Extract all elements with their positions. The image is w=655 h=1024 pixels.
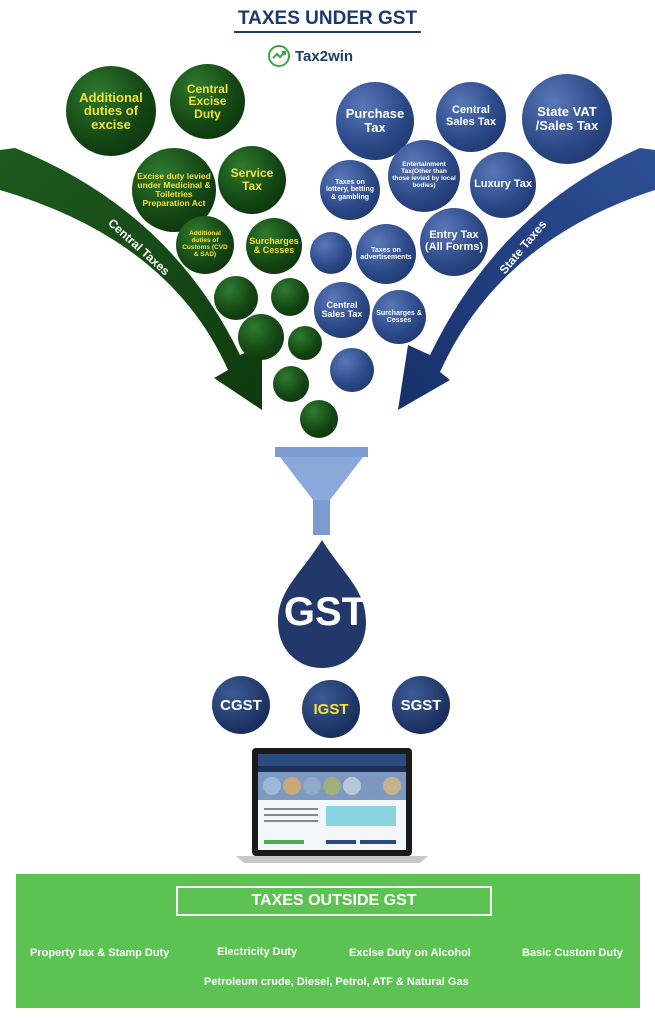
state-bubble-central-sales-tax: Central Sales Tax [436, 82, 506, 152]
tax2win-logo-icon [268, 45, 290, 67]
green-dot [271, 278, 309, 316]
green-dot [300, 400, 338, 438]
state-bubble-luxury-tax: Luxury Tax [470, 152, 536, 218]
state-bubble-lottery: Taxes on lottery, betting & gambling [320, 160, 380, 220]
outside-item-excise-alcohol: Exclse Duty on Alcohol [349, 947, 471, 959]
central-bubble-surcharges: Surcharges & Cesses [246, 218, 302, 274]
outside-item-petroleum: Petroleum crude, Diesel, Petrol, ATF & N… [204, 976, 469, 988]
green-dot [273, 366, 309, 402]
funnel-icon [275, 447, 368, 535]
outside-item-basic-custom-duty: Basic Custom Duty [522, 947, 623, 959]
brand-name: Tax2win [295, 47, 354, 65]
sgst-bubble: SGST [392, 676, 450, 734]
outside-item-electricity-duty: Electricity Duty [217, 946, 298, 958]
state-taxes-arrow [398, 148, 655, 410]
state-bubble-entertainment: Entertainment Tax(Other than those levie… [388, 140, 460, 212]
brand-logo: Tax2win [268, 44, 353, 68]
outside-item-property-tax: Property tax & Stamp Duty [30, 947, 170, 959]
green-dot [288, 326, 322, 360]
taxes-outside-gst-title: TAXES OUTSIDE GST [176, 886, 492, 916]
gst-drop-icon [278, 540, 366, 668]
central-bubble-central-excise: Central Excise Duty [170, 64, 245, 139]
taxes-outside-gst-panel: TAXES OUTSIDE GST Property tax & Stamp D… [16, 874, 640, 1008]
laptop-gst-portal-image [236, 748, 428, 863]
state-bubble-surcharges: Surcharges & Cesses [372, 290, 426, 344]
blue-dot [310, 232, 352, 274]
state-bubble-entry-tax: Entry Tax (All Forms) [420, 208, 488, 276]
state-bubble-state-vat: State VAT /Sales Tax [522, 74, 612, 164]
igst-bubble: IGST [302, 680, 360, 738]
central-bubble-customs: Additional duties of Customs (CVD & SAD) [176, 216, 234, 274]
cgst-bubble: CGST [212, 676, 270, 734]
central-bubble-additional-excise: Additional duties of excise [66, 66, 156, 156]
central-taxes-arrow [0, 148, 262, 410]
gst-label: GST [283, 590, 367, 634]
state-bubble-advertisements: Taxes on advertisements [356, 224, 416, 284]
green-dot [214, 276, 258, 320]
state-bubble-central-sales-tax-2: Central Sales Tax [314, 282, 370, 338]
blue-dot [330, 348, 374, 392]
central-bubble-service-tax: Service Tax [218, 146, 286, 214]
green-dot [238, 314, 284, 360]
page-title: TAXES UNDER GST [0, 8, 655, 33]
central-bubble-medicinal-excise: Excise duty levied under Medicinal & Toi… [132, 148, 216, 232]
